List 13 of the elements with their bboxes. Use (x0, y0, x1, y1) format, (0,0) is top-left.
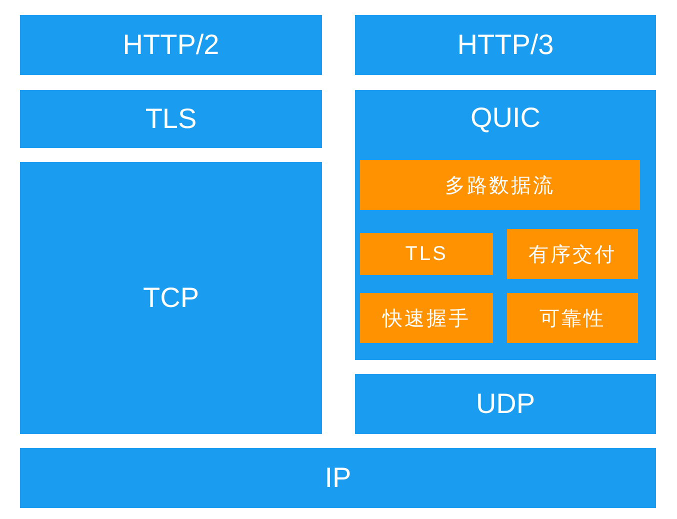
protocol-layer: TCP (20, 162, 322, 434)
protocol-layer: TLS (20, 90, 322, 148)
protocol-layer: IP (20, 448, 656, 508)
protocol-layer-panel (355, 90, 656, 360)
feature-block: 有序交付 (507, 229, 638, 279)
protocol-layer: UDP (355, 374, 656, 434)
feature-block: 可靠性 (507, 293, 638, 343)
feature-block: 多路数据流 (360, 160, 640, 210)
protocol-layer: HTTP/2 (20, 15, 322, 75)
layer-heading: QUIC (470, 102, 540, 134)
feature-block: TLS (360, 233, 493, 275)
feature-block: 快速握手 (360, 293, 493, 343)
protocol-layer: HTTP/3 (355, 15, 656, 75)
